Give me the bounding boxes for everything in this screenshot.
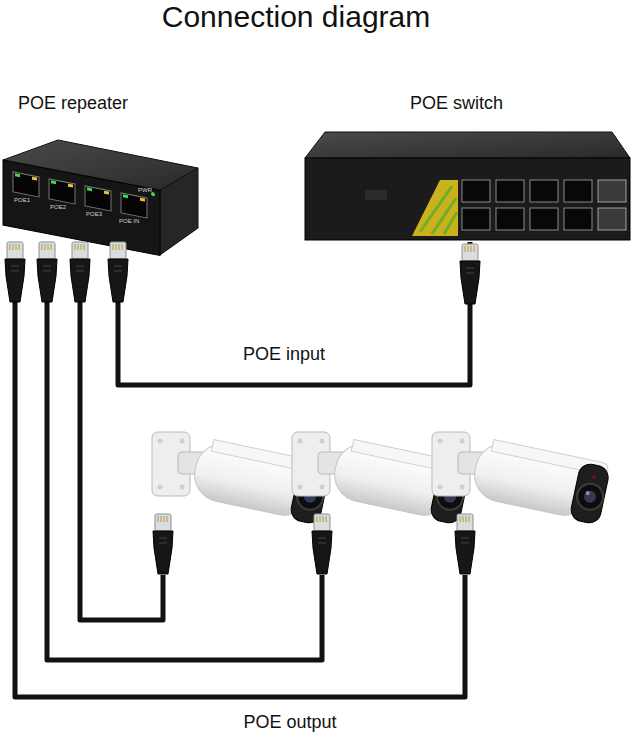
rj45-plugs xyxy=(5,242,480,574)
port-label: POE1 xyxy=(14,197,30,204)
port-label: POE3 xyxy=(86,211,102,218)
output-label: POE output xyxy=(243,711,336,733)
device-heading: POE repeater xyxy=(18,92,128,114)
device-box: POE repeater xyxy=(0,92,200,242)
port-label: POE IN xyxy=(119,218,139,225)
diagram-title: Connection diagram xyxy=(0,0,592,34)
port-label: POE2 xyxy=(50,204,66,211)
network-cable xyxy=(118,242,470,385)
device-box: POE switch xyxy=(300,92,635,242)
switch-illustration xyxy=(305,132,630,240)
device-heading: POE switch xyxy=(410,92,503,114)
port-label: PWR xyxy=(138,187,152,194)
cable-label: POE input xyxy=(243,343,325,365)
repeater-illustration xyxy=(3,140,198,256)
ip-cameras xyxy=(152,432,611,525)
